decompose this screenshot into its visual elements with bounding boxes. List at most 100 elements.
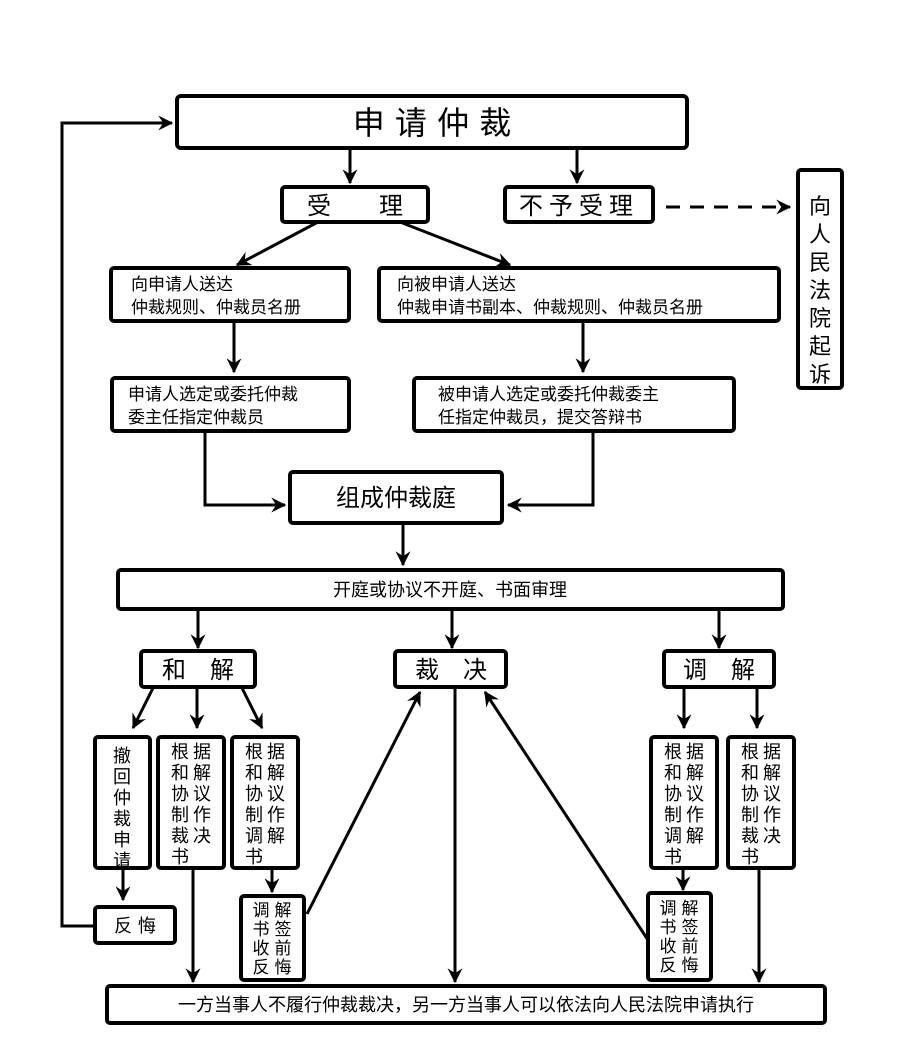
vertical-char: 制 (171, 805, 189, 826)
node-form-tribunal[interactable]: 组成仲裁庭 (288, 470, 504, 525)
edge-accept-send-applicant (235, 220, 319, 267)
vertical-char: 解 (267, 763, 285, 784)
vertical-char: 和 (245, 763, 263, 784)
vertical-char: 调 (245, 826, 263, 847)
vertical-char: 前 (275, 939, 292, 959)
node-send-respondent[interactable]: 向被申请人送达 仲裁申请书副本、仲裁规则、仲裁员名册 (377, 266, 781, 323)
vertical-char: 根 (741, 742, 759, 763)
edge-repent-apply-loop (60, 115, 174, 928)
node-settle-mediation-label: 根据和解协议制作调解书 (245, 742, 285, 868)
edge-accept-send-respondent (399, 220, 512, 267)
vertical-char: 协 (664, 784, 682, 805)
node-accept[interactable]: 受 理 (280, 185, 430, 224)
node-respondent-select[interactable]: 被申请人选定或委托仲裁委主 任指定仲裁员，提交答辩书 (412, 376, 736, 433)
vertical-char: 和 (741, 763, 759, 784)
vertical-char: 作 (267, 805, 285, 826)
vertical-char: 书 (660, 918, 677, 938)
vertical-char: 议 (763, 784, 781, 805)
vertical-char: 仲 (113, 788, 131, 809)
vertical-char: 调 (253, 901, 270, 921)
node-applicant-select[interactable]: 申请人选定或委托仲裁 委主任指定仲裁员 (110, 376, 351, 433)
node-med-mediation[interactable]: 根据和解协议制作调解书 (649, 735, 719, 870)
edge-applicant-select-tribunal (203, 432, 287, 513)
vertical-char: 协 (741, 784, 759, 805)
node-settlement-label: 和 解 (162, 656, 234, 684)
vertical-char: 解 (193, 763, 211, 784)
vertical-char: 申 (113, 830, 131, 851)
node-settlement[interactable]: 和 解 (139, 649, 257, 689)
vertical-char: 法 (809, 279, 831, 304)
vertical-char: 向 (809, 195, 831, 220)
vertical-char: 诉 (809, 363, 831, 388)
vertical-char: 收 (660, 937, 677, 957)
node-reject-label: 不予受理 (519, 192, 639, 220)
edge-repent-left-award (305, 690, 422, 915)
node-apply[interactable]: 申 请 仲 裁 (175, 94, 689, 150)
node-respondent-select-line2: 任指定仲裁员，提交答辩书 (438, 408, 642, 428)
node-send-applicant-line1: 向申请人送达 (131, 275, 233, 295)
vertical-char: 收 (253, 939, 270, 959)
node-med-award[interactable]: 根据和解协议制作裁决书 (726, 735, 796, 870)
node-accept-label: 受 理 (307, 192, 403, 220)
vertical-char: 裁 (741, 826, 759, 847)
vertical-char: 签 (682, 918, 699, 938)
edge-repent-right-award (483, 690, 650, 941)
vertical-char: 根 (245, 742, 263, 763)
node-award[interactable]: 裁 决 (393, 649, 508, 689)
vertical-char: 协 (171, 784, 189, 805)
node-settle-mediation[interactable]: 根据和解协议制作调解书 (230, 735, 300, 870)
vertical-char: 调 (660, 899, 677, 919)
vertical-char: 书 (741, 847, 759, 868)
vertical-char: 作 (763, 805, 781, 826)
node-form-tribunal-label: 组成仲裁庭 (336, 484, 456, 512)
vertical-char: 据 (267, 742, 285, 763)
vertical-char: 人 (809, 223, 831, 248)
vertical-char: 议 (686, 784, 704, 805)
node-apply-label: 申 请 仲 裁 (353, 104, 512, 142)
vertical-char: 根 (664, 742, 682, 763)
node-repent-left-label: 调解书签收前反悔 (253, 901, 292, 978)
node-enforce[interactable]: 一方当事人不履行仲裁裁决，另一方当事人可以依法向人民法院申请执行 (105, 984, 827, 1025)
vertical-char: 书 (664, 847, 682, 868)
vertical-char: 制 (245, 805, 263, 826)
node-respondent-select-line1: 被申请人选定或委托仲裁委主 (438, 385, 659, 405)
node-award-label: 裁 决 (415, 656, 487, 684)
vertical-char: 回 (113, 767, 131, 788)
node-repent[interactable]: 反 悔 (93, 905, 177, 945)
node-send-respondent-line1: 向被申请人送达 (397, 275, 516, 295)
vertical-char: 院 (809, 307, 831, 332)
vertical-char: 悔 (682, 956, 699, 976)
vertical-char: 根 (171, 742, 189, 763)
node-repent-right[interactable]: 调解书签收前反悔 (646, 891, 713, 982)
vertical-char: 悔 (275, 958, 292, 978)
node-repent-right-label: 调解书签收前反悔 (660, 899, 699, 976)
vertical-char: 作 (193, 805, 211, 826)
vertical-char: 解 (275, 901, 292, 921)
vertical-char: 解 (267, 826, 285, 847)
vertical-char: 起 (809, 335, 831, 360)
node-send-applicant[interactable]: 向申请人送达 仲裁规则、仲裁员名册 (109, 266, 351, 323)
node-med-mediation-label: 根据和解协议制作调解书 (664, 742, 704, 868)
vertical-char: 解 (763, 763, 781, 784)
node-send-applicant-line2: 仲裁规则、仲裁员名册 (131, 298, 301, 318)
vertical-char: 协 (245, 784, 263, 805)
vertical-char: 撤 (113, 746, 131, 767)
vertical-char: 书 (171, 847, 189, 868)
vertical-char: 据 (763, 742, 781, 763)
node-reject[interactable]: 不予受理 (503, 185, 655, 224)
node-repent-left[interactable]: 调解书签收前反悔 (239, 894, 306, 982)
node-hearing[interactable]: 开庭或协议不开庭、书面审理 (116, 568, 785, 611)
connectors (60, 115, 792, 984)
vertical-char: 据 (193, 742, 211, 763)
vertical-char: 作 (686, 805, 704, 826)
node-mediation[interactable]: 调 解 (662, 649, 776, 689)
node-mediation-label: 调 解 (683, 656, 755, 684)
node-hearing-label: 开庭或协议不开庭、书面审理 (333, 580, 567, 601)
vertical-char: 和 (664, 763, 682, 784)
vertical-char: 裁 (113, 809, 131, 830)
node-settle-award[interactable]: 根据和解协议制作裁决书 (156, 735, 226, 870)
vertical-char: 解 (686, 763, 704, 784)
